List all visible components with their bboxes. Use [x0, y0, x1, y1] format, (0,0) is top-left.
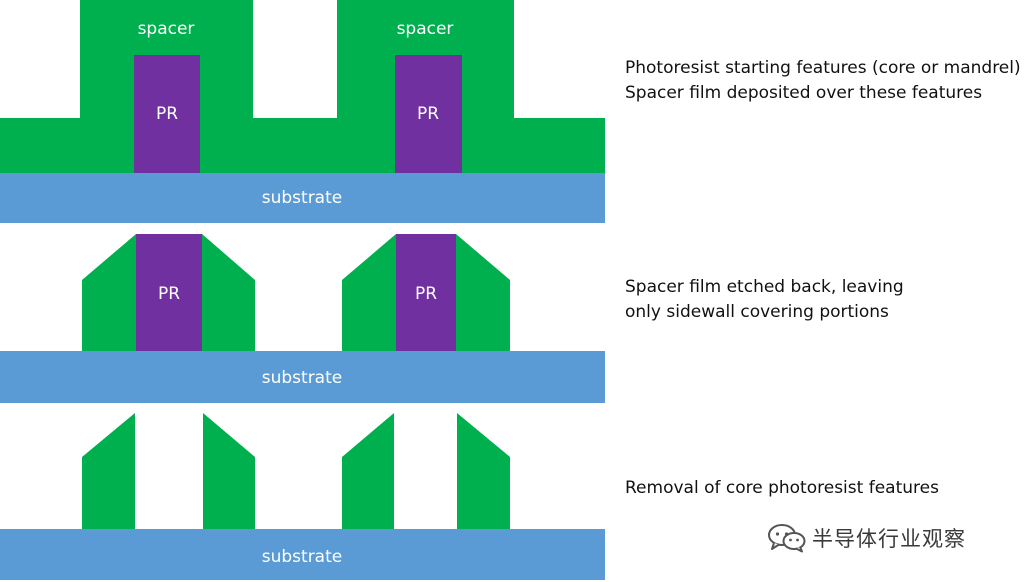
stage2-sidewall-right-outer [342, 234, 396, 351]
wechat-icon [768, 524, 806, 553]
stage3-caption: Removal of core photoresist features [625, 476, 939, 501]
stage3-spacer-4 [457, 413, 510, 529]
stage2-substrate-label: substrate [262, 368, 342, 388]
stage2-pr-label-right: PR [415, 284, 437, 304]
stage1-spacer-label-right: spacer [397, 19, 454, 39]
stage2-sidewall-left-outer [82, 234, 136, 351]
stage1-caption-line2: Spacer film deposited over these feature… [625, 83, 983, 103]
stage3-group: substrate [0, 413, 605, 580]
stage1-pr-right [395, 55, 462, 173]
watermark: 半导体行业观察 [766, 520, 966, 556]
stage2-group: PR PR substrate [0, 234, 605, 403]
stage2-pr-left [136, 234, 202, 351]
stage2-sidewall-right-inner [456, 234, 510, 351]
stage1-substrate [0, 173, 605, 223]
watermark-text: 半导体行业观察 [812, 527, 966, 551]
stage1-group: spacer spacer PR PR substrate [0, 0, 605, 223]
stage1-substrate-label: substrate [262, 188, 342, 208]
stage1-pr-label-left: PR [156, 104, 178, 124]
stage3-caption-line1: Removal of core photoresist features [625, 478, 939, 498]
stage2-pr-label-left: PR [158, 284, 180, 304]
stage3-substrate [0, 529, 605, 580]
stage3-substrate-label: substrate [262, 547, 342, 567]
stage3-spacer-3 [342, 413, 394, 529]
stage1-pr-left [134, 55, 200, 173]
stage3-spacer-2 [203, 413, 255, 529]
stage2-pr-right [396, 234, 456, 351]
stage3-spacer-1 [82, 413, 135, 529]
stage1-caption-line1: Photoresist starting features (core or m… [625, 58, 1021, 78]
stage2-caption: Spacer film etched back, leaving only si… [625, 275, 904, 325]
stage1-pr-label-right: PR [417, 104, 439, 124]
stage1-caption: Photoresist starting features (core or m… [625, 56, 1021, 106]
stage2-sidewall-left-inner [202, 234, 255, 351]
stage2-caption-line2: only sidewall covering portions [625, 302, 889, 322]
stage2-substrate [0, 351, 605, 403]
stage1-spacer-label-left: spacer [138, 19, 195, 39]
stage2-caption-line1: Spacer film etched back, leaving [625, 277, 904, 297]
